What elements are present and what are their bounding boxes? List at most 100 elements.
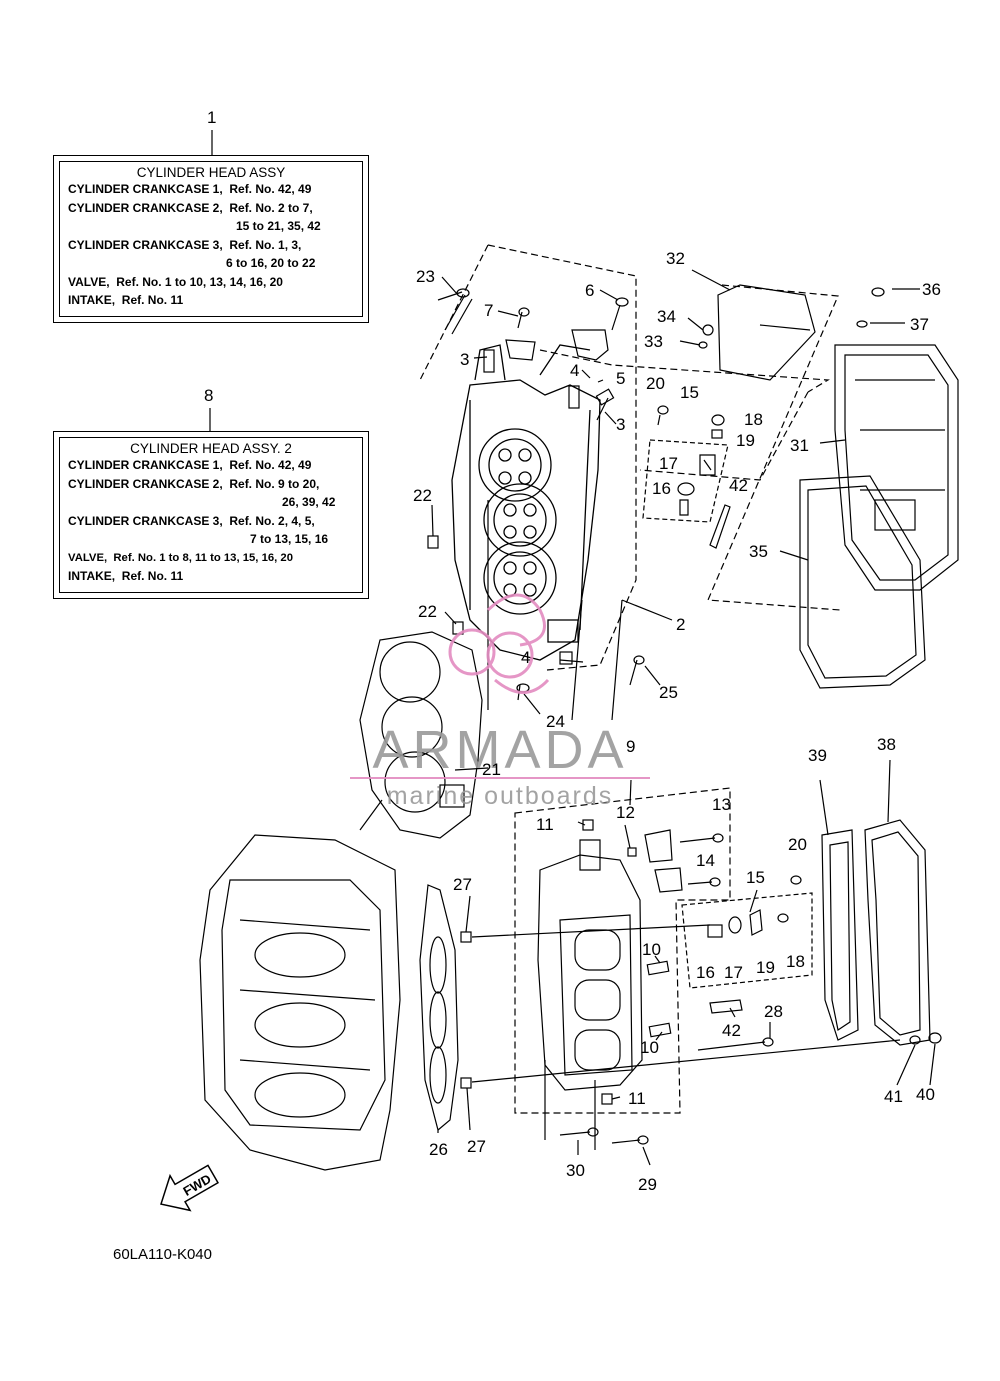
part-label: 12 (616, 803, 635, 822)
callout-8: 8 (204, 386, 214, 405)
sensor-42 (709, 504, 731, 549)
part-label: 27 (467, 1137, 486, 1156)
dashed-group-outline (487, 244, 637, 671)
info-box-line: 6 to 16, 20 to 22 (226, 256, 316, 270)
cover-gasket-35 (799, 475, 926, 689)
part-label: 29 (638, 1175, 657, 1194)
part-label: 11 (536, 815, 554, 834)
part-label: 30 (566, 1161, 585, 1180)
info-box-line: VALVE, Ref. No. 1 to 10, 13, 14, 16, 20 (68, 274, 283, 289)
part-label: 27 (453, 875, 472, 894)
bolt-23 (437, 291, 463, 301)
figure-code: 60LA110-K040 (113, 1246, 212, 1263)
part-label: 20 (788, 835, 807, 854)
dashed-group-outline (514, 787, 731, 1114)
part-label: 11 (628, 1089, 646, 1108)
part-label: 28 (764, 1002, 783, 1021)
part-label: 4 (570, 361, 579, 380)
info-box-cylinder-head-assy: CYLINDER HEAD ASSY CYLINDER CRANKCASE 1,… (53, 155, 369, 323)
info-box-line: 15 to 21, 35, 42 (236, 219, 321, 233)
upper-cylinder-head (451, 344, 601, 661)
sensor-17 (699, 454, 716, 476)
part-label: 37 (910, 315, 929, 334)
callout-1: 1 (207, 108, 217, 127)
head-gasket-lower (419, 884, 459, 1132)
part-label: 22 (413, 486, 432, 505)
cam-cap (505, 339, 536, 361)
part-label: 42 (722, 1021, 741, 1040)
info-box-title: CYLINDER HEAD ASSY. 2 (130, 441, 292, 456)
cam-cap (644, 829, 673, 863)
part-label: 40 (916, 1085, 935, 1104)
cam-cap (654, 867, 683, 893)
sensor-42 (709, 999, 743, 1014)
info-box-line: 26, 39, 42 (282, 495, 336, 509)
part-label: 6 (585, 281, 594, 300)
part-label: 32 (666, 249, 685, 268)
part-label: 16 (696, 963, 715, 982)
info-box-border: CYLINDER HEAD ASSY CYLINDER CRANKCASE 1,… (59, 161, 363, 317)
part-label: 18 (786, 952, 805, 971)
part-label: 17 (724, 963, 743, 982)
part-label: 9 (626, 737, 635, 756)
part-label: 20 (646, 374, 665, 393)
part-label: 23 (416, 267, 435, 286)
part-label: 13 (712, 795, 731, 814)
info-box-line: CYLINDER CRANKCASE 1, Ref. No. 42, 49 (68, 458, 312, 472)
dowel-pin (483, 349, 495, 373)
info-box-line: CYLINDER CRANKCASE 3, Ref. No. 2, 4, 5, (68, 513, 315, 528)
info-box-line: CYLINDER CRANKCASE 2, Ref. No. 2 to 7, (68, 200, 313, 215)
info-box-line: 7 to 13, 15, 16 (250, 532, 329, 546)
watermark-logo-ring (448, 628, 496, 676)
part-label: 18 (744, 410, 763, 429)
part-label: 38 (877, 735, 896, 754)
head-gasket-upper (359, 631, 483, 839)
part-label: 41 (884, 1087, 903, 1106)
cover-gasket-39 (821, 829, 859, 1041)
dashed-group-outline (539, 349, 830, 393)
part-label: 7 (484, 301, 493, 320)
dowel-pin (427, 535, 439, 549)
info-box-line: VALVE, Ref. No. 1 to 8, 11 to 13, 15, 16… (68, 551, 293, 564)
dowel-pin (559, 651, 573, 665)
armada-watermark: ARMADA marine outboards (350, 593, 650, 810)
info-box-border: CYLINDER HEAD ASSY. 2 CYLINDER CRANKCASE… (59, 437, 363, 593)
part-label: 15 (680, 383, 699, 402)
part-label: 33 (644, 332, 663, 351)
part-label: 39 (808, 746, 827, 765)
part-label: 15 (746, 868, 765, 887)
part-label: 17 (659, 454, 678, 473)
part-label: 2 (676, 615, 685, 634)
part-label: 36 (922, 280, 941, 299)
part-label: 4 (521, 648, 530, 667)
watermark-tagline: marine outboards (387, 782, 614, 810)
dashed-group-outline (707, 284, 841, 611)
part-label: 34 (657, 307, 676, 326)
part-label: 19 (736, 431, 755, 450)
part-labels: 2 3 3 4 4 5 6 7 9 10 10 11 11 12 13 14 1… (413, 249, 941, 1194)
rocker-cover-38 (864, 819, 931, 1046)
part-label: 3 (616, 415, 625, 434)
part-label: 26 (429, 1140, 448, 1159)
part-label: 25 (659, 683, 678, 702)
watermark-brand: ARMADA (372, 720, 627, 780)
part-label: 16 (652, 479, 671, 498)
plate-32 (717, 284, 816, 381)
part-label: 3 (460, 350, 469, 369)
info-box-line: INTAKE, Ref. No. 11 (68, 293, 184, 307)
info-box-line: CYLINDER CRANKCASE 3, Ref. No. 1, 3, (68, 237, 302, 252)
crankcase-block (199, 834, 401, 1171)
part-label: 24 (546, 712, 565, 731)
info-box-line: CYLINDER CRANKCASE 2, Ref. No. 9 to 20, (68, 476, 320, 491)
lower-cylinder-head (537, 839, 643, 1091)
rocker-cover-31 (834, 344, 959, 591)
part-label: 10 (642, 940, 661, 959)
info-box-line: CYLINDER CRANKCASE 1, Ref. No. 42, 49 (68, 182, 312, 196)
part-label: 42 (729, 476, 748, 495)
info-box-title: CYLINDER HEAD ASSY (136, 165, 286, 180)
part-label: 21 (482, 760, 501, 779)
part-label: 35 (749, 542, 768, 561)
part-label: 14 (696, 851, 715, 870)
part-label: 22 (418, 602, 437, 621)
